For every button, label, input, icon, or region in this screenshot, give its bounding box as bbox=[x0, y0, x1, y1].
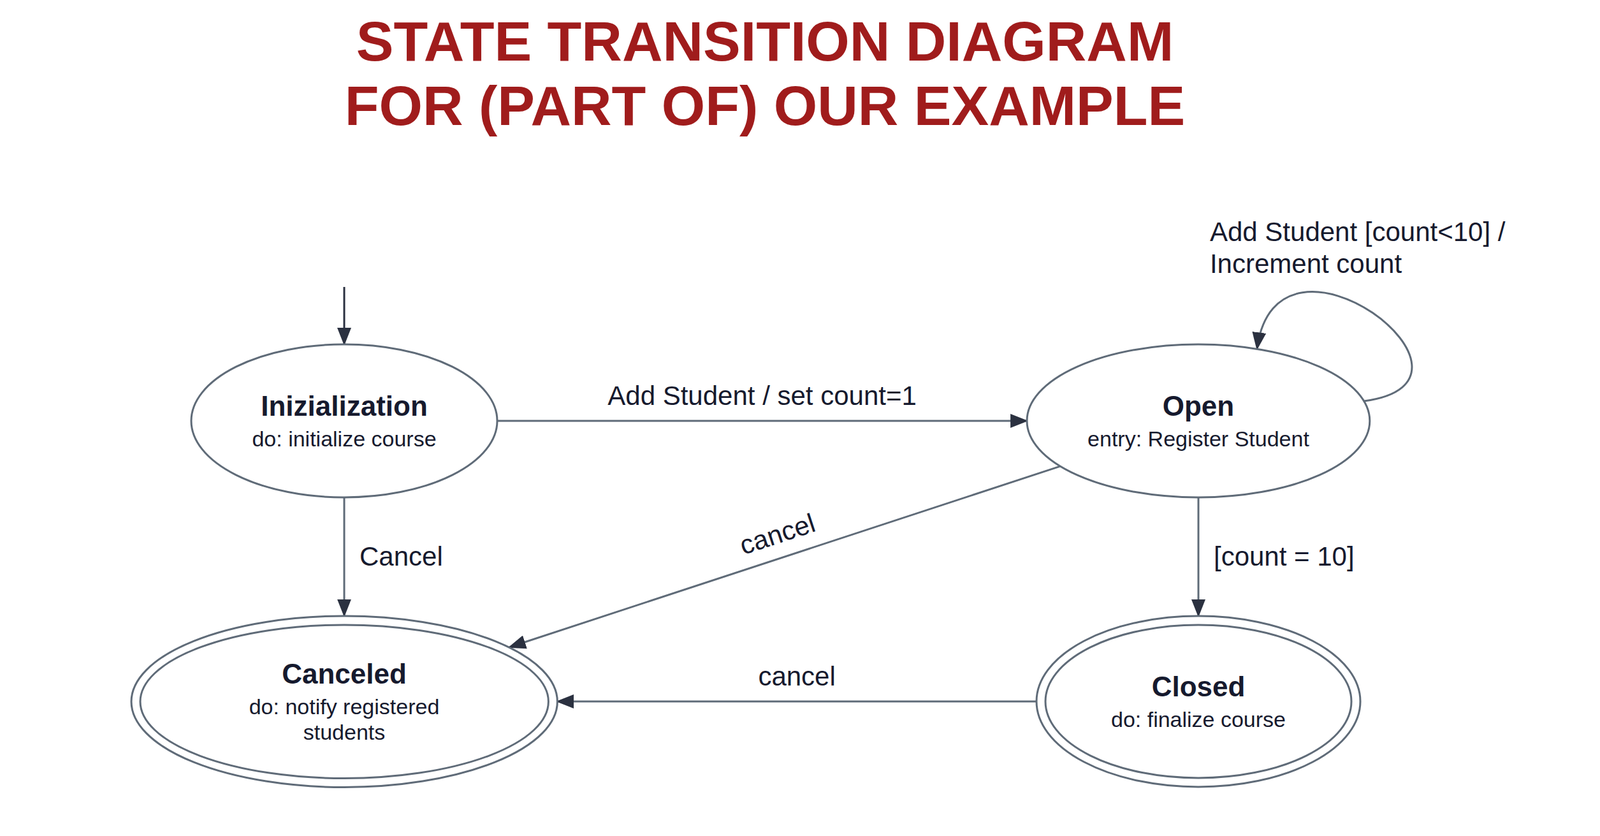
state-name: Open bbox=[1087, 389, 1310, 424]
state-name: Canceled bbox=[210, 657, 479, 691]
state-ellipse bbox=[191, 344, 498, 498]
final-state-inner-ellipse bbox=[140, 624, 549, 779]
state-text: Closeddo: finalize course bbox=[1111, 669, 1286, 733]
state-activity: do: finalize course bbox=[1111, 706, 1286, 733]
state-node: Canceleddo: notify registered students bbox=[129, 613, 560, 790]
transition-label: cancel bbox=[731, 505, 823, 563]
state-activity: do: initialize course bbox=[251, 425, 437, 452]
state-ellipse bbox=[1036, 615, 1361, 787]
transition-label: [count = 10] bbox=[1209, 540, 1359, 573]
state-node: Inizializationdo: initialize course bbox=[189, 342, 500, 500]
transition-arrow bbox=[509, 465, 1061, 648]
transition-label: Add Student / set count=1 bbox=[603, 379, 921, 412]
initial-arrow bbox=[343, 286, 346, 345]
state-activity: do: notify registered students bbox=[210, 693, 479, 746]
state-ellipse bbox=[1026, 344, 1370, 498]
transition-arrow bbox=[342, 497, 345, 616]
state-activity: entry: Register Student bbox=[1087, 425, 1310, 452]
transition-arrow bbox=[1197, 497, 1200, 616]
transition-arrow bbox=[497, 420, 1027, 422]
transition-label: cancel bbox=[754, 660, 839, 693]
state-text: Openentry: Register Student bbox=[1087, 389, 1310, 452]
state-text: Inizializationdo: initialize course bbox=[251, 389, 437, 452]
state-text: Canceleddo: notify registered students bbox=[210, 657, 479, 746]
state-node: Closeddo: finalize course bbox=[1034, 613, 1363, 789]
state-ellipse bbox=[131, 615, 558, 788]
transition-label: Cancel bbox=[355, 540, 447, 573]
title: STATE TRANSITION DIAGRAM FOR (PART OF) O… bbox=[302, 8, 1228, 138]
state-node: Openentry: Register Student bbox=[1025, 342, 1372, 500]
final-state-inner-ellipse bbox=[1045, 624, 1352, 778]
transition-arrow bbox=[557, 699, 1037, 702]
state-name: Inizialization bbox=[251, 389, 437, 424]
state-name: Closed bbox=[1111, 669, 1286, 704]
transition-label: Add Student [count<10] / Increment count bbox=[1206, 216, 1595, 281]
